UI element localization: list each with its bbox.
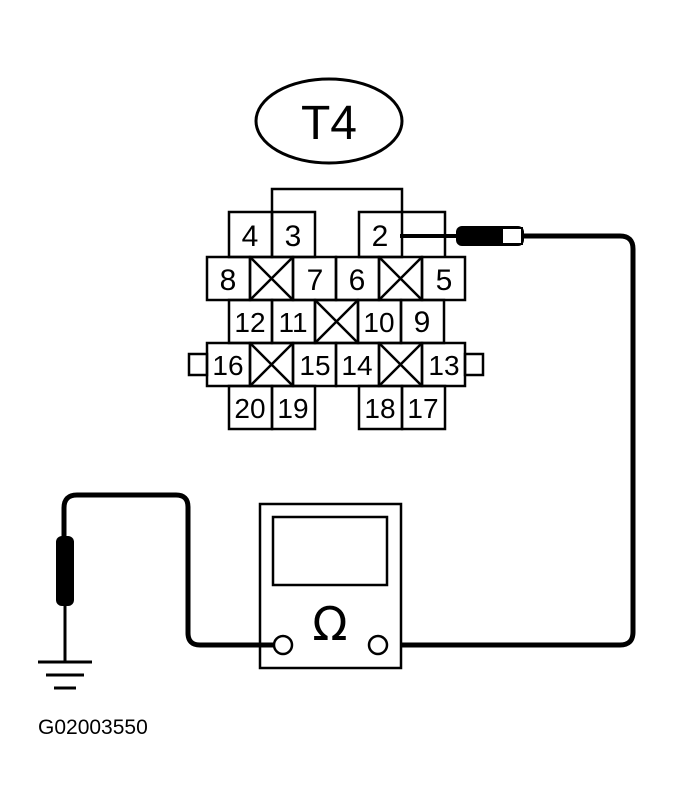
blank-cross-icon — [378, 256, 423, 301]
pin-label-13: 13 — [428, 350, 459, 381]
pin-label-11: 11 — [278, 307, 307, 338]
pin-cell-17 — [400, 384, 447, 431]
probe-lead-negative — [61, 492, 274, 648]
probe-handle-end — [501, 227, 523, 245]
pin-label-9: 9 — [414, 306, 431, 339]
pin-label-4: 4 — [242, 220, 259, 253]
connector-tab-left — [187, 352, 209, 377]
pin-label-15: 15 — [299, 350, 330, 381]
connector-label: T4 — [301, 97, 357, 150]
pin-label-6: 6 — [349, 264, 366, 297]
pin-label-2: 2 — [372, 220, 389, 253]
connector-latch — [270, 187, 404, 212]
figure-reference-code: G02003550 — [38, 716, 148, 739]
pin-label-3: 3 — [285, 220, 302, 253]
pin-cell-19 — [270, 384, 317, 431]
connector-t4 — [187, 187, 485, 431]
meter-terminal-negative — [272, 634, 294, 656]
probe-positive — [400, 226, 524, 246]
ohmmeter: Ω — [258, 502, 403, 670]
blank-cross-icon — [378, 342, 423, 387]
connector-label-badge: T4 — [254, 77, 404, 165]
pin-label-8: 8 — [220, 264, 237, 297]
pin-labels: 4 3 2 8 7 6 5 12 11 10 9 16 15 14 13 20 … — [212, 220, 459, 424]
blank-cross-icon — [249, 342, 294, 387]
probe-lead-positive — [390, 233, 636, 648]
connector-label-ellipse — [254, 77, 404, 165]
ground-icon — [38, 660, 92, 690]
probe-negative — [56, 536, 74, 662]
pin-label-14: 14 — [341, 350, 372, 381]
pin-label-10: 10 — [363, 307, 394, 338]
pin-label-17: 17 — [407, 393, 438, 424]
blank-cross-icon — [249, 256, 294, 301]
meter-display — [271, 515, 389, 587]
blank-cross-icon — [314, 299, 359, 344]
connector-tab-right — [463, 352, 485, 377]
pin-label-19: 19 — [277, 393, 308, 424]
ohm-icon: Ω — [312, 597, 347, 651]
pin-label-12: 12 — [234, 307, 265, 338]
meter-terminal-positive — [367, 634, 389, 656]
pin-label-18: 18 — [364, 393, 395, 424]
pin-label-7: 7 — [307, 264, 324, 297]
pin-label-16: 16 — [212, 350, 243, 381]
pin-label-5: 5 — [436, 264, 453, 297]
connector-latch-side — [402, 210, 447, 257]
pin-label-20: 20 — [234, 393, 265, 424]
ground-probe-handle — [56, 536, 74, 606]
